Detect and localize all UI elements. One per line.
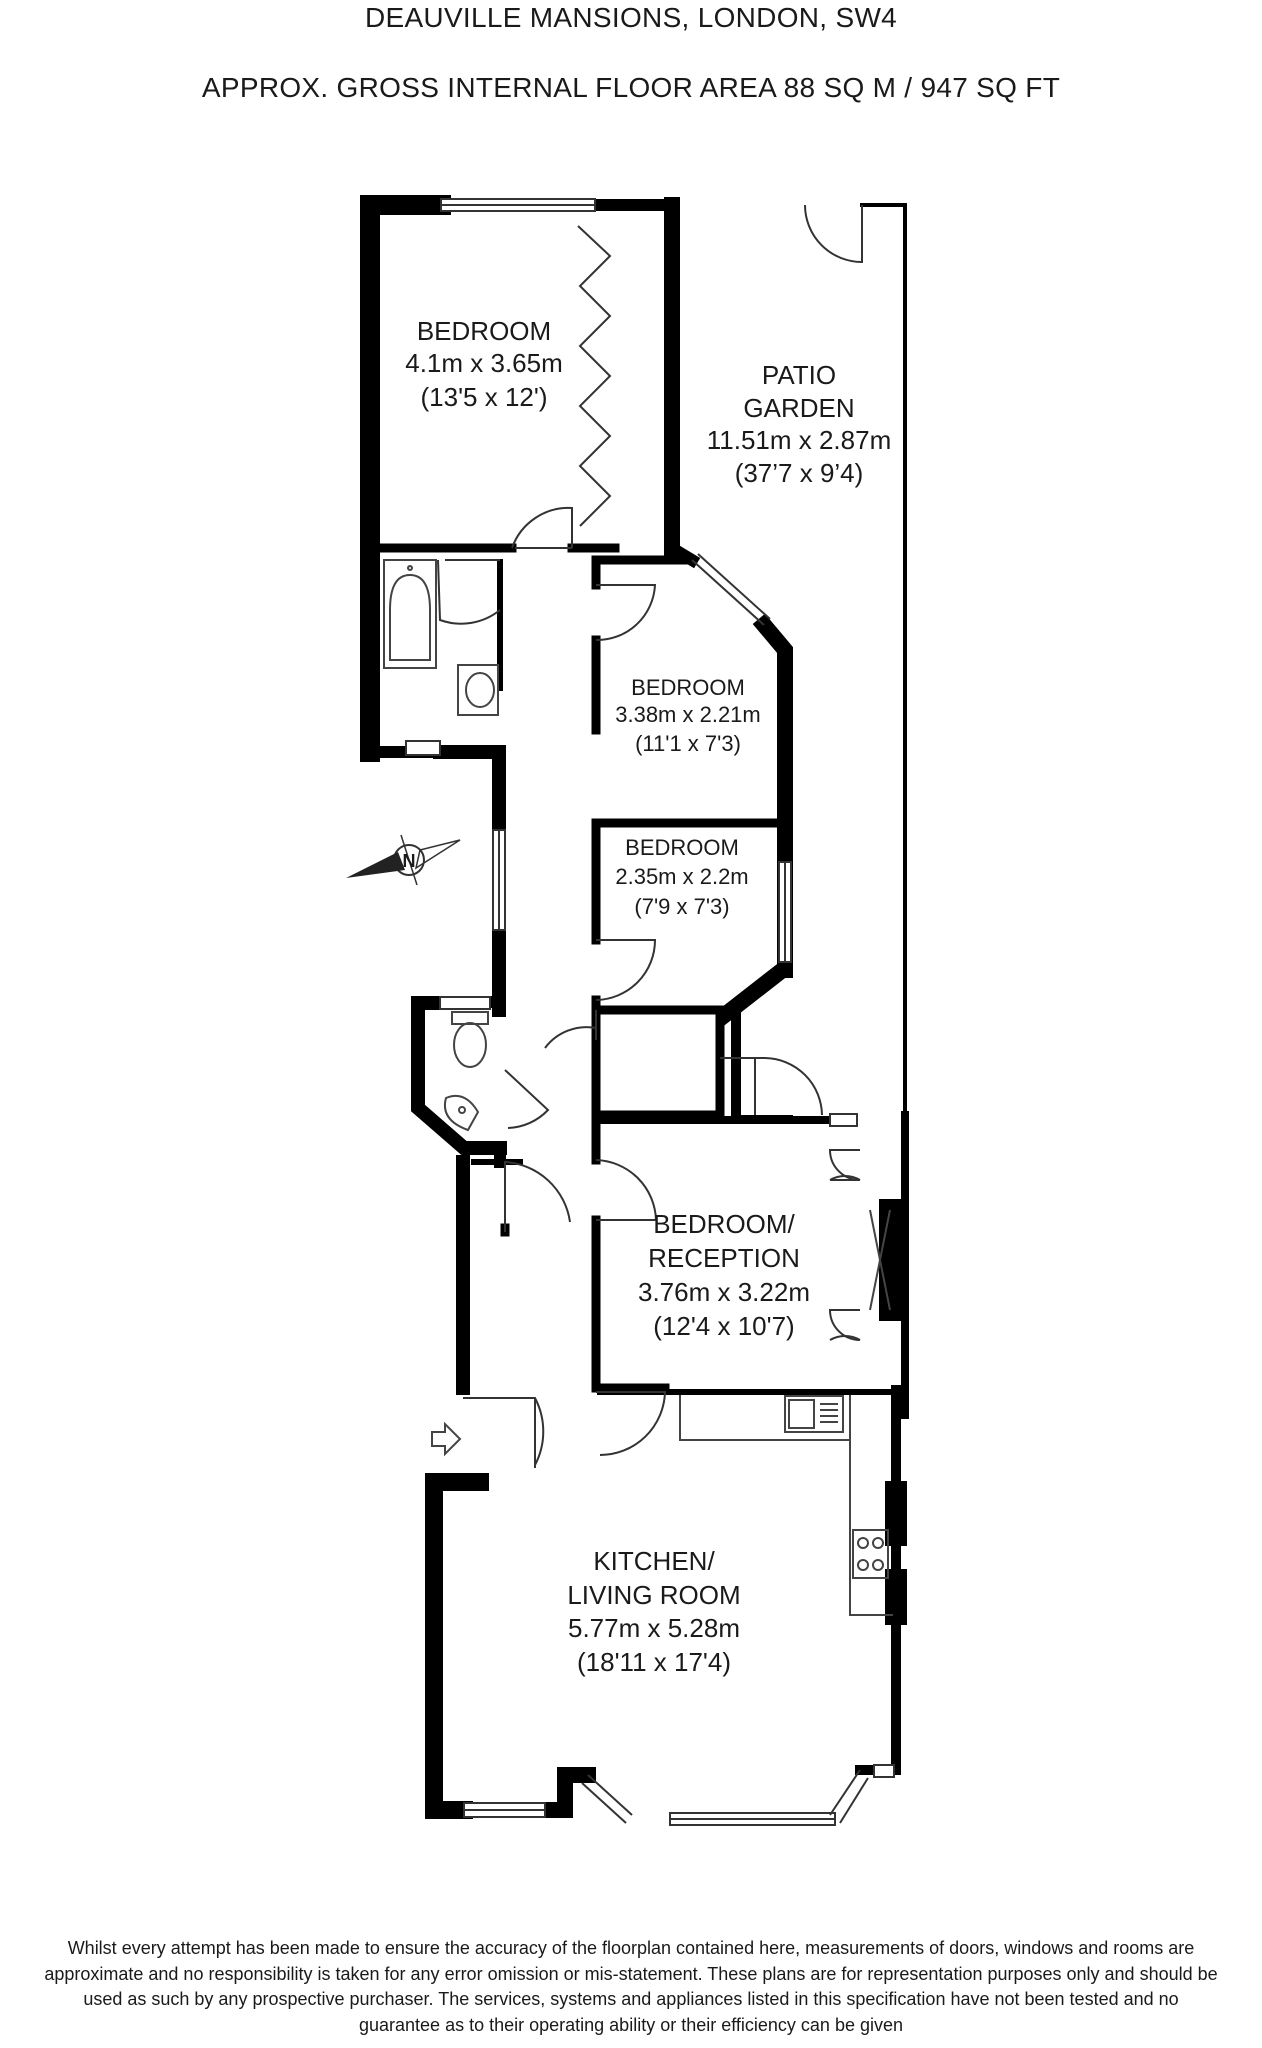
- room-size-imperial: (13'5 x 12'): [421, 382, 548, 412]
- room-name: PATIO: [762, 360, 836, 390]
- fixtures: [383, 559, 893, 1616]
- room-name: KITCHEN/: [593, 1546, 715, 1576]
- compass-icon: N: [346, 834, 461, 886]
- plan-title: DEAUVILLE MANSIONS, LONDON, SW4: [364, 2, 898, 33]
- disclaimer-line: used as such by any prospective purchase…: [83, 1989, 1179, 2009]
- room-bedroom-3: BEDROOM 2.35m x 2.2m (7'9 x 7'3): [615, 835, 748, 919]
- disclaimer-line: guarantee as to their operating ability …: [359, 2014, 903, 2035]
- room-bedroom-reception: BEDROOM/ RECEPTION 3.76m x 3.22m (12'4 x…: [638, 1209, 810, 1341]
- room-size-imperial: (7'9 x 7'3): [634, 894, 729, 919]
- room-name: BEDROOM: [631, 675, 745, 700]
- compass-letter: N: [403, 851, 416, 871]
- room-size-metric: 3.76m x 3.22m: [638, 1277, 810, 1307]
- door-swings: [437, 204, 863, 1468]
- walls: [360, 195, 909, 1819]
- floor-area: APPROX. GROSS INTERNAL FLOOR AREA 88 SQ …: [201, 72, 1061, 103]
- room-size-metric: 11.51m x 2.87m: [707, 425, 892, 455]
- room-patio-garden: PATIO GARDEN 11.51m x 2.87m (37’7 x 9’4): [707, 360, 892, 488]
- room-name: BEDROOM: [625, 835, 739, 860]
- disclaimer-line: approximate and no responsibility is tak…: [44, 1963, 1218, 1984]
- room-name: BEDROOM: [417, 316, 551, 346]
- room-name-line2: RECEPTION: [648, 1243, 800, 1273]
- room-size-imperial: (11'1 x 7'3): [635, 731, 741, 756]
- room-kitchen-living: KITCHEN/ LIVING ROOM 5.77m x 5.28m (18'1…: [567, 1546, 740, 1677]
- room-size-metric: 3.38m x 2.21m: [615, 702, 761, 727]
- room-size-imperial: (12'4 x 10'7): [653, 1311, 794, 1341]
- room-name-line2: LIVING ROOM: [567, 1580, 740, 1610]
- room-size-metric: 5.77m x 5.28m: [568, 1613, 740, 1643]
- room-bedroom-2: BEDROOM 3.38m x 2.21m (11'1 x 7'3): [615, 675, 761, 756]
- room-size-imperial: (37’7 x 9’4): [735, 458, 864, 488]
- disclaimer-line: Whilst every attempt has been made to en…: [67, 1938, 1195, 1958]
- bath: [383, 559, 437, 669]
- room-size-imperial: (18'11 x 17'4): [577, 1647, 731, 1677]
- room-name-line2: GARDEN: [743, 393, 854, 423]
- disclaimer: Whilst every attempt has been made to en…: [0, 1936, 1262, 2038]
- room-name: BEDROOM/: [653, 1209, 795, 1239]
- room-size-metric: 4.1m x 3.65m: [405, 348, 563, 378]
- windows: [405, 198, 895, 1826]
- room-bedroom-1: BEDROOM 4.1m x 3.65m (13'5 x 12'): [405, 316, 563, 412]
- room-size-metric: 2.35m x 2.2m: [615, 864, 748, 889]
